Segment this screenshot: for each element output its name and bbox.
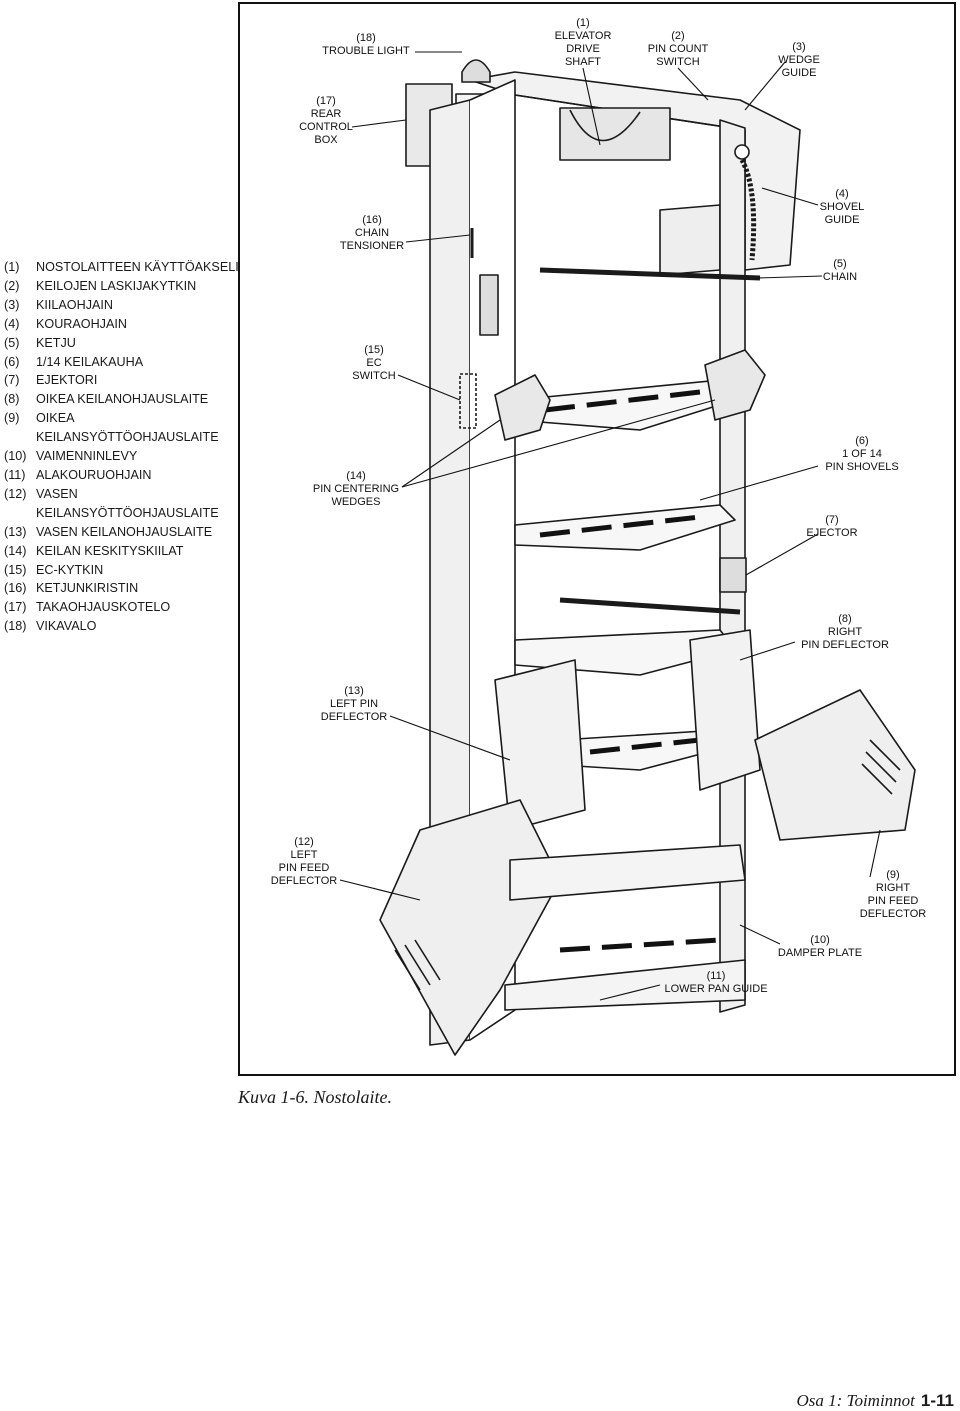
callout-11-lower-pan-guide: (11)LOWER PAN GUIDE — [664, 970, 767, 995]
legend-text: OIKEA KEILANSYÖTTÖOHJAUSLAITE — [36, 411, 219, 445]
legend-number: (11) — [4, 467, 26, 482]
legend-text: VASEN KEILANOHJAUSLAITE — [36, 524, 213, 539]
legend-number: (5) — [4, 335, 20, 350]
page-number: 1-11 — [920, 1391, 954, 1410]
legend-item: (10) VAIMENNINLEVY — [4, 447, 240, 466]
legend-text: KIILAOHJAIN — [36, 297, 113, 312]
legend-text: VASEN KEILANSYÖTTÖOHJAUSLAITE — [36, 486, 219, 520]
legend-item: (16) KETJUNKIRISTIN — [4, 579, 240, 598]
legend-text: VIKAVALO — [36, 619, 97, 634]
legend-number: (9) — [4, 411, 20, 426]
legend-text: VAIMENNINLEVY — [36, 449, 138, 464]
legend-item: (4) KOURAOHJAIN — [4, 315, 240, 334]
legend-item: (11) ALAKOURUOHJAIN — [4, 466, 240, 485]
legend-item: (12) VASEN KEILANSYÖTTÖOHJAUSLAITE — [4, 485, 240, 523]
legend-item: (8) OIKEA KEILANOHJAUSLAITE — [4, 390, 240, 409]
legend-text: KETJUNKIRISTIN — [36, 581, 139, 596]
legend-number: (7) — [4, 373, 20, 388]
legend-item: (15) EC-KYTKIN — [4, 561, 240, 580]
callout-5-chain: (5)CHAIN — [823, 258, 857, 283]
legend-number: (2) — [4, 278, 20, 293]
machine-line-art — [379, 59, 916, 1056]
legend-text: ALAKOURUOHJAIN — [36, 467, 152, 482]
legend-item: (14) KEILAN KESKITYSKIILAT — [4, 542, 240, 561]
legend-text: KOURAOHJAIN — [36, 316, 127, 331]
legend-number: (6) — [4, 354, 20, 369]
legend-text: NOSTOLAITTEEN KÄYTTÖAKSELI — [36, 260, 239, 274]
legend-text: TAKAOHJAUSKOTELO — [36, 600, 171, 615]
callout-7-ejector: (7)EJECTOR — [806, 514, 857, 539]
legend-number: (10) — [4, 449, 27, 464]
legend-number: (17) — [4, 600, 27, 615]
legend-text: KEILAN KESKITYSKIILAT — [36, 543, 184, 558]
legend-item: (6) 1/14 KEILAKAUHA — [4, 353, 240, 372]
callout-10-damper-plate: (10)DAMPER PLATE — [778, 934, 862, 959]
figure-caption: Kuva 1-6. Nostolaite. — [238, 1087, 392, 1107]
legend-text: KEILOJEN LASKIJAKYTKIN — [36, 278, 197, 293]
legend-number: (3) — [4, 297, 20, 312]
page-footer: Osa 1: Toiminnot 1-11 — [797, 1391, 955, 1411]
legend-number: (14) — [4, 543, 27, 558]
legend-item: (1) NOSTOLAITTEEN KÄYTTÖAKSELI — [4, 258, 240, 277]
legend-item: (2) KEILOJEN LASKIJAKYTKIN — [4, 277, 240, 296]
figure-frame — [238, 2, 956, 1076]
legend-text: KETJU — [36, 335, 76, 350]
callout-18-trouble-light: (18)TROUBLE LIGHT — [322, 32, 410, 57]
legend-item: (18) VIKAVALO — [4, 617, 240, 636]
legend-item: (7) EJEKTORI — [4, 371, 240, 390]
legend-number: (18) — [4, 619, 27, 634]
legend-item: (17) TAKAOHJAUSKOTELO — [4, 598, 240, 617]
legend-item: (5) KETJU — [4, 334, 240, 353]
legend-number: (13) — [4, 524, 27, 539]
legend-number: (1) — [4, 260, 20, 274]
legend-item: (3) KIILAOHJAIN — [4, 296, 240, 315]
legend-text: EC-KYTKIN — [36, 562, 104, 577]
legend-text: 1/14 KEILAKAUHA — [36, 354, 144, 369]
legend-number: (4) — [4, 316, 20, 331]
parts-legend: (1) NOSTOLAITTEEN KÄYTTÖAKSELI (2) KEILOJE… — [4, 258, 240, 636]
legend-text: OIKEA KEILANOHJAUSLAITE — [36, 392, 209, 407]
legend-number: (15) — [4, 562, 27, 577]
legend-text: EJEKTORI — [36, 373, 98, 388]
leader-lines — [339, 51, 881, 1001]
legend-item: (9) OIKEA KEILANSYÖTTÖOHJAUSLAITE — [4, 409, 240, 447]
legend-number: (8) — [4, 392, 20, 407]
section-title: Osa 1: Toiminnot — [796, 1391, 915, 1410]
legend-number: (12) — [4, 486, 27, 501]
legend-item: (13) VASEN KEILANOHJAUSLAITE — [4, 523, 240, 542]
legend-number: (16) — [4, 581, 27, 596]
